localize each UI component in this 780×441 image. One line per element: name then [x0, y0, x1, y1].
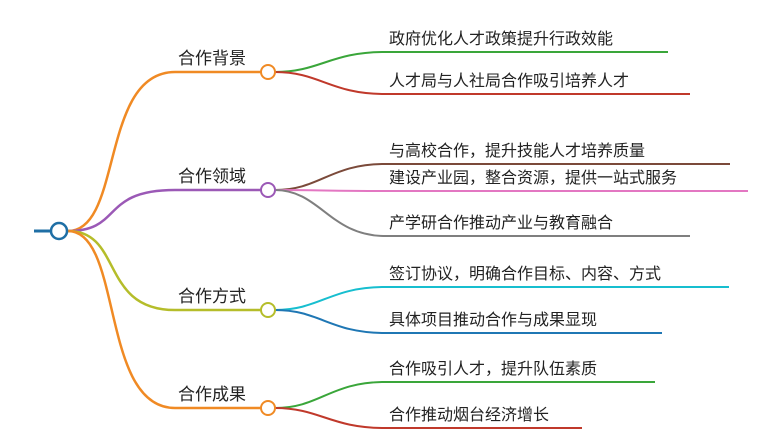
leaf-connector [274, 163, 386, 191]
leaf-label: 合作推动烟台经济增长 [389, 405, 549, 424]
leaf-connector [274, 71, 386, 95]
leaf-label: 建设产业园，整合资源，提供一站式服务 [389, 168, 677, 187]
branch-label: 合作方式 [178, 287, 246, 307]
branch-label: 合作成果 [178, 385, 246, 405]
leaf-label: 政府优化人才政策提升行政效能 [389, 29, 613, 48]
branch-node-circle[interactable] [260, 182, 276, 198]
branch-connector [67, 188, 176, 233]
leaf-label: 产学研合作推动产业与教育融合 [389, 213, 613, 232]
branch-connector [67, 229, 176, 410]
leaf-connector [274, 309, 386, 334]
branch-connector [67, 229, 176, 312]
leaf-label: 与高校合作，提升技能人才培养质量 [389, 141, 645, 160]
branch-node-circle[interactable] [260, 302, 276, 318]
branch-label: 合作领域 [178, 167, 246, 187]
leaf-label: 签订协议，明确合作目标、内容、方式 [389, 264, 661, 283]
leaf-connector [274, 189, 386, 237]
leaf-connector [274, 381, 386, 409]
leaf-connector [274, 286, 386, 311]
leaf-connector [274, 407, 386, 429]
branch-connector [67, 70, 176, 233]
branch-label: 合作背景 [178, 49, 246, 69]
leaf-connector [274, 189, 386, 192]
branch-node-circle[interactable] [260, 64, 276, 80]
root-node-circle[interactable] [49, 221, 69, 241]
branch-node-circle[interactable] [260, 400, 276, 416]
connector-lines [34, 51, 748, 429]
leaf-label: 人才局与人社局合作吸引培养人才 [389, 71, 629, 90]
leaf-label: 合作吸引人才，提升队伍素质 [389, 359, 597, 378]
leaf-label: 具体项目推动合作与成果显现 [389, 310, 597, 329]
leaf-connector [274, 51, 386, 73]
